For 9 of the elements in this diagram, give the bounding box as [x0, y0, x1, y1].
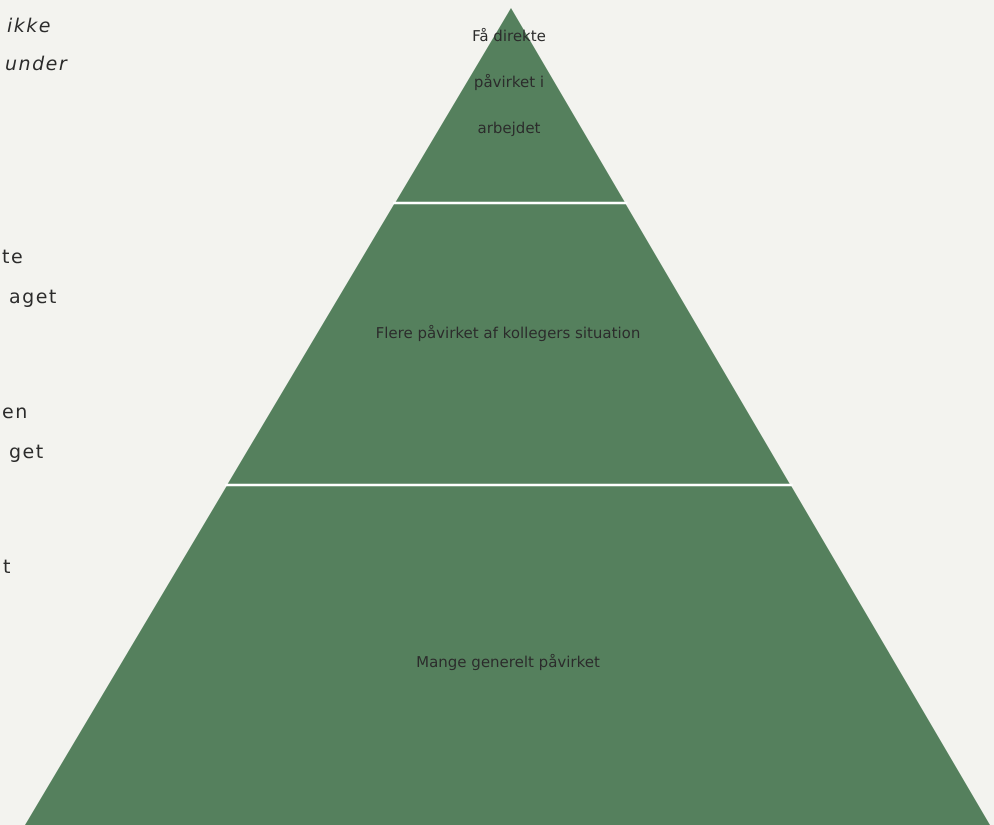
side-text: ikke: [7, 14, 52, 38]
side-text: get: [9, 440, 45, 464]
side-text: under: [5, 52, 68, 76]
side-text: te: [2, 245, 24, 269]
side-text: aget: [9, 285, 58, 309]
tier-label: Flere påvirket af kollegers situation: [374, 323, 642, 344]
tier-label: Mange generelt påvirket: [415, 652, 601, 673]
side-text: t: [3, 555, 12, 579]
side-text: en: [2, 400, 29, 424]
